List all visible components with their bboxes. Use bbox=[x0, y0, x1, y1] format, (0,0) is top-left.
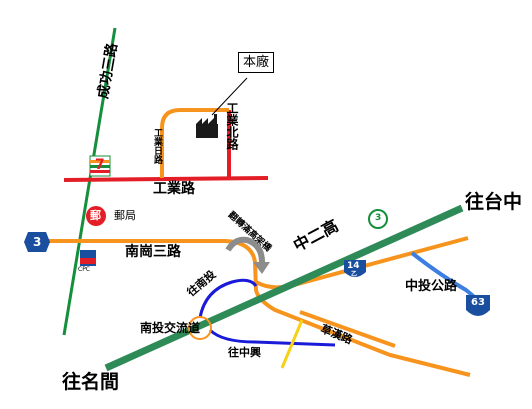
road-yellow bbox=[280, 319, 304, 369]
label-nangang: 南崗三路 bbox=[125, 244, 181, 260]
route-63-number: 63 bbox=[471, 297, 485, 308]
gas-station-stripe bbox=[80, 258, 96, 264]
label-post-office: 郵局 bbox=[114, 209, 136, 222]
factory-icon bbox=[196, 114, 218, 138]
label-gongye: 工業路 bbox=[153, 181, 195, 197]
road-gongye bbox=[63, 176, 269, 182]
label-gongye-north: 工業北路 bbox=[225, 102, 239, 150]
route-14-badge-shape bbox=[344, 260, 366, 277]
overpass-arrow bbox=[225, 236, 265, 263]
road-to-zhongxing bbox=[208, 328, 336, 347]
route-63-badge-shape bbox=[466, 295, 490, 316]
route-3-badge-shape bbox=[24, 232, 50, 252]
road-caotun bbox=[299, 310, 396, 348]
route-14-suffix: 乙 bbox=[351, 271, 358, 278]
factory-callout-line bbox=[211, 77, 248, 116]
post-office-glyph: 郵 bbox=[90, 209, 101, 222]
seven-eleven-glyph: 7 bbox=[95, 157, 105, 173]
label-interchange: 南投交流道 bbox=[140, 321, 201, 335]
label-zhongtou: 中投公路 bbox=[405, 279, 458, 294]
road-zhonger-highway bbox=[104, 204, 464, 372]
road-zhongtou bbox=[410, 251, 480, 302]
gas-station-label: CPC bbox=[78, 266, 90, 273]
road-to-nantou bbox=[198, 278, 258, 319]
interchange-circle bbox=[188, 316, 212, 340]
label-to-mingjian: 往名間 bbox=[62, 371, 120, 393]
label-to-taichung: 往台中 bbox=[465, 191, 523, 213]
flower-icon bbox=[368, 209, 388, 229]
label-gongye-small: 工業日路 bbox=[152, 128, 162, 164]
post-office-icon bbox=[86, 206, 106, 226]
road-gongye-small bbox=[160, 108, 229, 178]
factory-callout: 本廠 bbox=[238, 52, 275, 73]
seven-eleven-icon bbox=[89, 155, 111, 177]
label-to-zhongxing: 往中興 bbox=[228, 346, 261, 359]
flower-number: 3 bbox=[375, 213, 382, 223]
route-3-number: 3 bbox=[33, 235, 42, 249]
overpass-arrowhead bbox=[253, 262, 270, 274]
route-14-number: 14 bbox=[347, 261, 360, 271]
